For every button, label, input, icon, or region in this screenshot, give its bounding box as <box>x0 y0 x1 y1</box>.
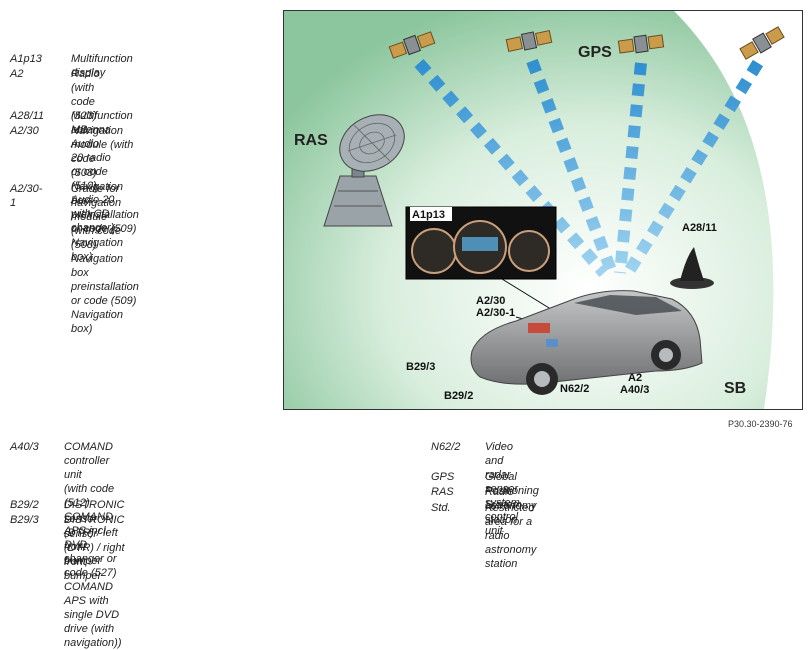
legend-code: B29/2 <box>10 499 39 511</box>
b29-2-label: B29/2 <box>444 390 473 402</box>
label-bg <box>410 207 452 221</box>
sb-label: SB <box>724 380 746 397</box>
legend-code: RAS <box>431 486 454 498</box>
display-label: A1p13 <box>412 209 445 221</box>
legend-desc: Radio astronomy station <box>485 486 537 526</box>
nav-label-line1: A2/30 <box>476 295 505 307</box>
system-diagram: GPS RAS SB A1p13 A28/11 A2/30 A2/30-1 B2… <box>283 10 803 410</box>
legend-code: A2/30-1 <box>10 183 43 209</box>
legend-desc: Multifunction antenna <box>71 110 133 136</box>
gps-beam <box>614 62 647 274</box>
legend-code: A2 <box>10 68 24 80</box>
antenna-icon <box>670 247 714 289</box>
legend-desc: Radio (with code (523) MB Audio 20 radio… <box>71 68 115 234</box>
gps-beam <box>414 59 609 277</box>
ras-label: RAS <box>294 132 328 149</box>
a2-label: A2 A40/3 <box>620 372 649 396</box>
legend-top: A1p13 Multifunction display A2 Radio (with… <box>10 52 275 335</box>
gps-beam <box>526 58 618 276</box>
n62-2-label: N62/2 <box>560 383 589 395</box>
legend-code: A28/11 <box>10 110 45 122</box>
legend-desc: Restricted area for a radio astronomy st… <box>485 502 537 570</box>
legend-desc: Navigation module (with code (508) Navig… <box>71 125 139 263</box>
car-illustration <box>470 290 703 395</box>
gps-signal-beams <box>414 58 764 277</box>
gps-satellite-icon <box>739 26 785 60</box>
legend-code: A40/3 <box>10 441 39 453</box>
gps-satellite-icon <box>617 34 665 54</box>
radio-telescope-icon <box>323 114 405 227</box>
antenna-label: A28/11 <box>682 222 717 234</box>
figure-reference: P30.30-2390-76 <box>728 419 793 429</box>
legend-code: GPS <box>431 471 455 483</box>
a2-label-line1: A2 <box>628 372 642 384</box>
gps-satellite-icon <box>388 31 436 59</box>
legend-code: N62/2 <box>431 441 461 453</box>
legend-code: B29/3 <box>10 514 39 526</box>
gps-satellite-icon <box>505 29 553 53</box>
legend-code: A2/30 <box>10 125 39 137</box>
gps-label: GPS <box>578 44 612 61</box>
navigation-module-highlight <box>528 323 550 333</box>
legend-desc: Global Positioning System <box>485 471 539 511</box>
legend-desc: DISTRONIC sensor (DTR) / right front bum… <box>64 514 125 582</box>
nav-label: A2/30 A2/30-1 <box>476 295 515 319</box>
legend-code: A1p13 <box>10 53 42 65</box>
diagram-svg: GPS RAS SB A1p13 A28/11 A2/30 A2/30-1 B2… <box>284 11 802 409</box>
legend-desc: Multifunction display <box>71 53 133 79</box>
legend-desc: Video and radar sensor system control un… <box>485 441 520 537</box>
legend-bottom-right: N62/2 Video and radar sensor system contr… <box>431 440 806 570</box>
nav-label-line2: A2/30-1 <box>476 307 515 319</box>
b29-3-label: B29/3 <box>406 361 435 373</box>
sensor-unit-highlight <box>546 339 558 347</box>
a2-label-line2: A40/3 <box>620 384 649 396</box>
legend-code: Std. <box>431 502 451 514</box>
legend-desc: Cradle for navigation module (with code … <box>71 183 139 335</box>
